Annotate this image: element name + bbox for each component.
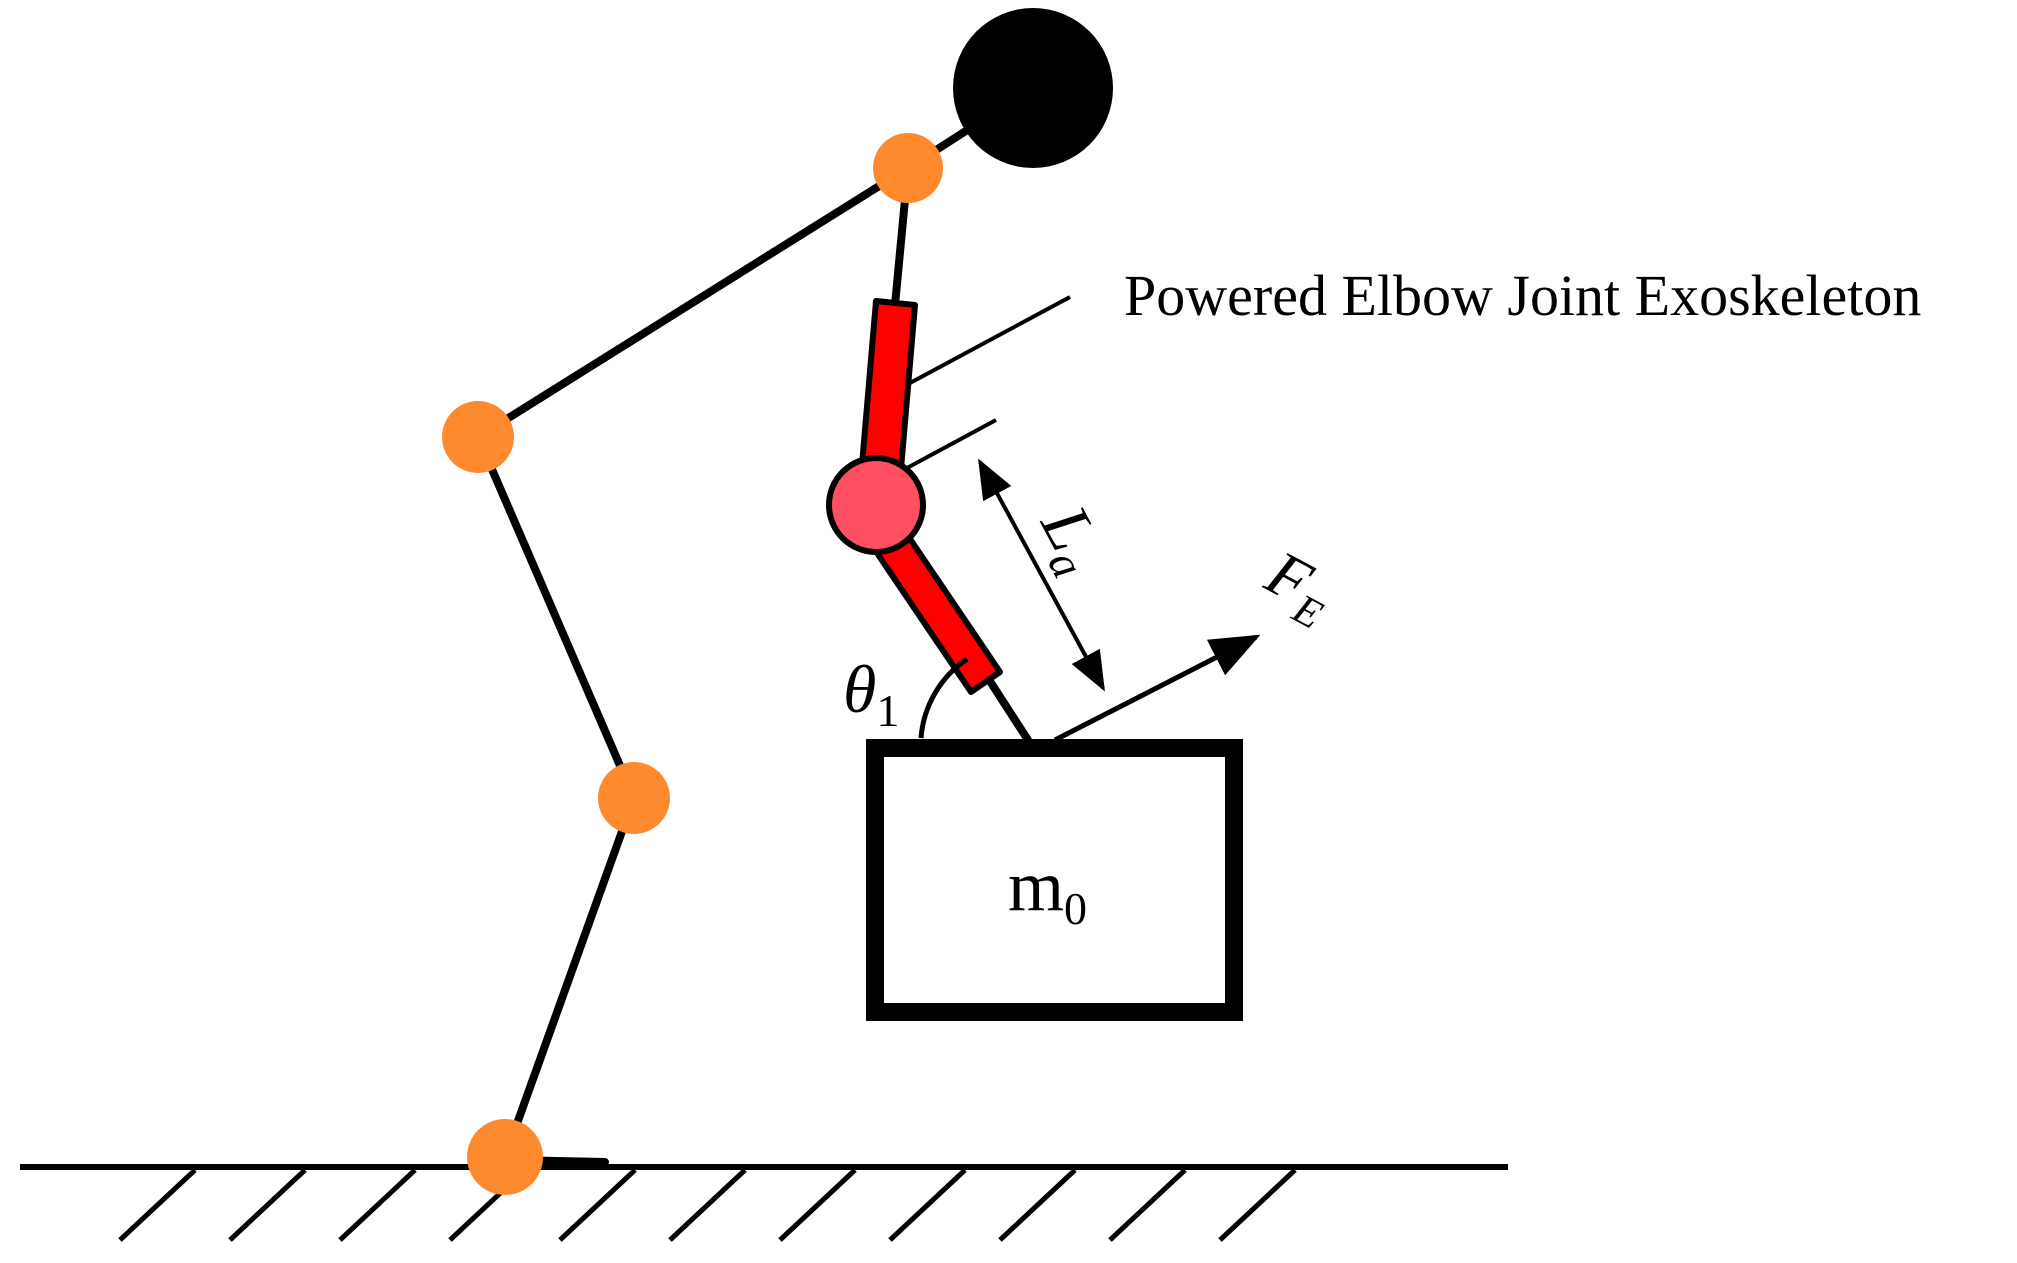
angle-label: θ1 — [843, 651, 899, 736]
ground-hatching — [118, 1168, 1297, 1242]
load-box — [866, 739, 1243, 1021]
body-joints — [442, 133, 943, 1195]
force-label: FE — [1250, 536, 1346, 638]
ground — [20, 1164, 1508, 1242]
exoskeleton-label: Powered Elbow Joint Exoskeleton — [1124, 263, 1921, 328]
length-dimension-arrow — [978, 458, 1105, 692]
mass-label: m0 — [1008, 846, 1087, 934]
exoskeleton-upper-link — [859, 298, 918, 472]
exoskeleton-elbow-joint — [826, 455, 926, 555]
hip-joint — [442, 401, 514, 473]
knee-joint — [598, 762, 670, 834]
angle-arc — [918, 656, 969, 739]
exoskeleton-lower-link — [874, 530, 1003, 695]
head — [953, 8, 1113, 168]
shoulder-joint — [873, 133, 943, 203]
length-reference-line — [906, 418, 997, 470]
trunk-segment — [474, 164, 912, 441]
force-arrow — [1053, 634, 1261, 743]
powered-elbow-exoskeleton — [826, 298, 1003, 695]
thigh-segment — [474, 433, 638, 802]
shank-segment — [501, 794, 638, 1161]
exoskeleton-leader-line — [909, 295, 1071, 385]
length-label: La — [1020, 492, 1122, 586]
ankle-joint — [467, 1119, 543, 1195]
